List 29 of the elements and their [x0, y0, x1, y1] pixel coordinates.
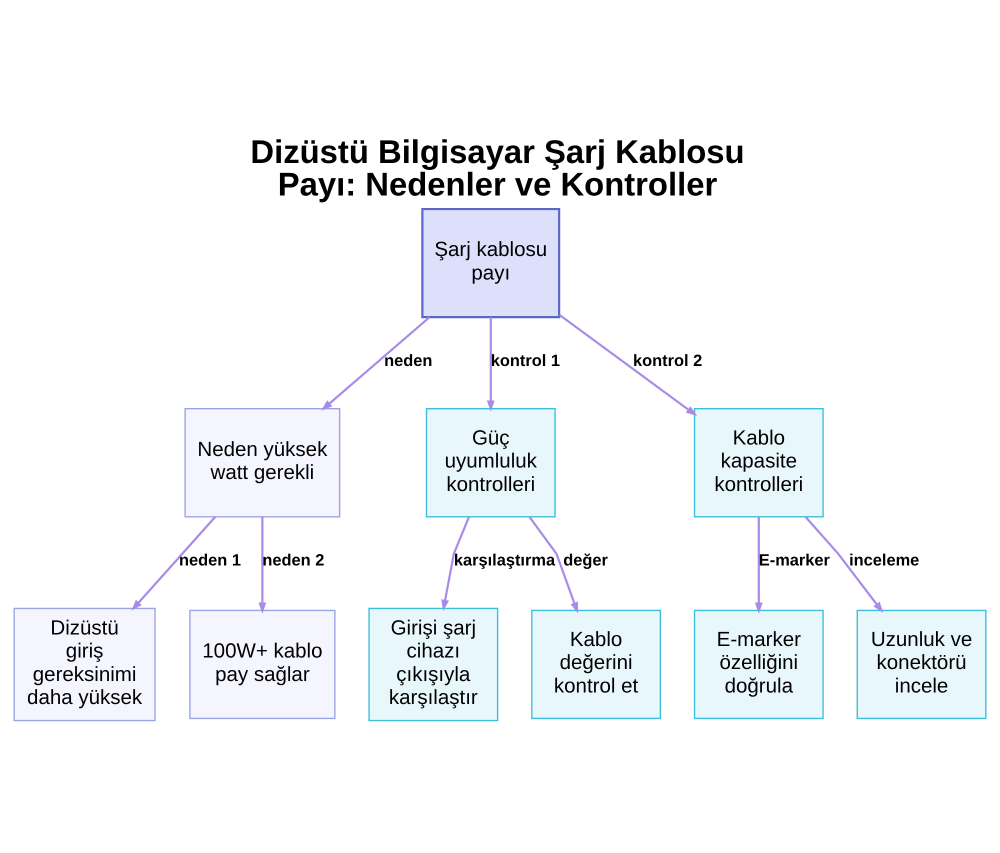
node-box: Kablo kapasite kontrolleri — [694, 408, 824, 518]
edge-label: neden — [384, 352, 432, 370]
node-box: Dizüstü giriş gereksinimi daha yüksek — [13, 608, 156, 722]
node-box: E-marker özelliğini doğrula — [694, 610, 824, 720]
node-box: Uzunluk ve konektörü incele — [856, 610, 987, 720]
edge-label: neden 2 — [262, 551, 324, 570]
node-box: Kablo değerini kontrol et — [531, 610, 662, 720]
edge-label: karşılaştırma — [454, 551, 556, 570]
node-box: Şarj kablosu payı — [421, 208, 560, 318]
arrow — [441, 516, 470, 611]
edge-label: değer — [563, 551, 608, 570]
edge-label: kontrol 1 — [490, 352, 560, 370]
edge-label: inceleme — [849, 551, 920, 570]
arrow — [558, 314, 698, 416]
arrow — [805, 516, 884, 613]
edge-label: neden 1 — [178, 551, 241, 570]
arrow — [486, 317, 495, 412]
diagram-title: Dizüstü Bilgisayar Şarj Kablosu Payı: Nedenler ve Kontroller — [250, 132, 745, 203]
arrow — [321, 316, 430, 411]
node-box: 100W+ kablo pay sağlar — [189, 610, 336, 720]
edge-label: E-marker — [758, 551, 830, 570]
arrow — [754, 516, 763, 614]
edge-label: kontrol 2 — [632, 352, 702, 370]
node-box: Girişi şarj cihazı çıkışıyla karşılaştır — [368, 608, 498, 722]
node-box: Neden yüksek watt gerekli — [184, 408, 340, 518]
arrow — [131, 516, 216, 611]
arrow — [258, 516, 266, 614]
node-box: Güç uyumluluk kontrolleri — [426, 408, 556, 518]
arrow — [528, 516, 578, 614]
